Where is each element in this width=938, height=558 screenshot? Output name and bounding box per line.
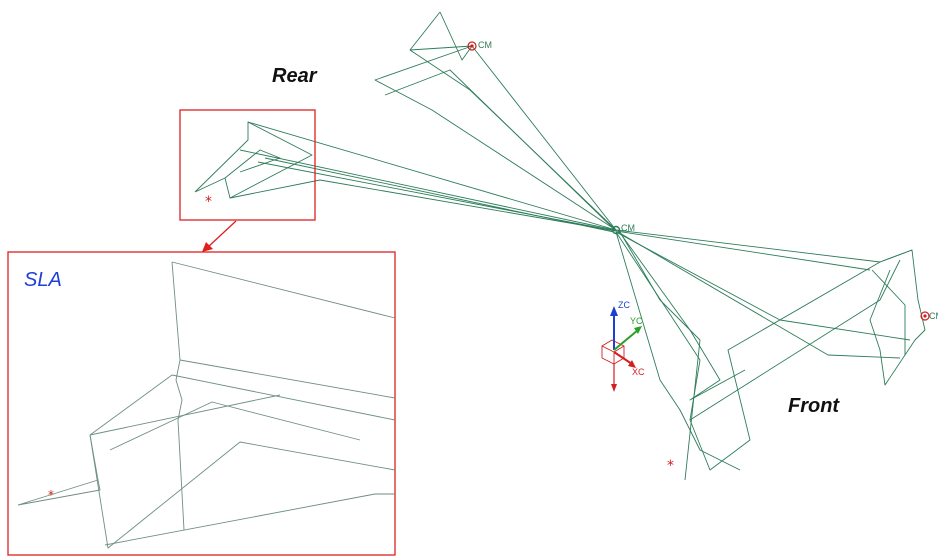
lower-arm-c [617,229,746,401]
cm-label-top: CM [478,40,492,50]
rear-link-e [264,157,615,233]
inset-upper-arm [179,359,396,399]
inset-knuckle-upright [171,261,396,319]
front-label: Front [788,395,840,417]
inset-mid-link-3 [109,401,361,451]
rear-label: Rear [272,65,318,87]
suspension-wireframe [194,11,926,481]
sla-inset-wireframe [17,261,396,549]
inset-upright-left [171,261,185,531]
sla-label: SLA [24,269,62,291]
coordinate-system-icon: ZC YC XC [601,300,645,392]
lower-arm-d [619,231,701,481]
star-marker-icon: * [48,488,54,502]
arrow-head-icon [202,242,213,252]
lower-arm-e [689,259,901,421]
rear-knuckle-inner [224,149,281,179]
axis-y-label: YC [630,316,643,326]
rear-link-b [239,149,616,231]
front-knuckle [869,249,926,386]
inset-upper-arm-2 [171,374,396,421]
inset-spike-2 [89,434,99,481]
inset-spike [17,479,101,506]
zoom-connector-arrow [207,220,237,248]
cm-label-right: CM [929,311,938,321]
axis-x-label: XC [632,367,645,377]
upper-link-d [409,11,617,231]
upper-link-c [384,69,616,231]
rear-link-a [247,121,617,231]
lower-arm-b [615,231,741,471]
star-marker-icon: * [667,458,674,474]
inset-mid-link [89,374,173,436]
front-knuckle-inner [871,269,906,355]
cm-marker-center: CM [611,223,635,235]
cm-label-center: CM [621,223,635,233]
lower-arm-a [615,231,881,471]
axis-z-label: ZC [618,300,630,310]
upper-link-b [374,45,617,231]
star-marker-icon: * [205,194,212,210]
front-link-d [617,231,901,359]
front-link-b [615,230,871,271]
rear-knuckle [194,121,313,199]
cm-marker-right: CM [920,311,938,321]
inset-lower-link [89,434,396,549]
sla-inset-box [7,251,396,556]
cm-marker-top: CM [467,40,492,51]
inset-lower-link-2 [104,493,395,546]
rear-link-d [229,179,617,232]
zoom-source-box [179,109,316,221]
upper-link-a [439,11,617,231]
